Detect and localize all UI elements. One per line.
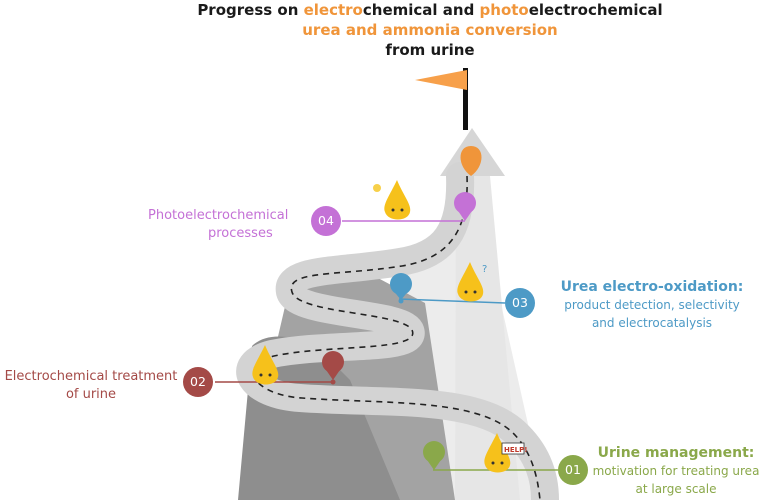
drop-mascot-question: ?	[457, 262, 487, 302]
step-01-label: Urine management: motivation for treatin…	[592, 445, 760, 496]
title-line-1: Progress on electrochemical and photoele…	[197, 1, 663, 19]
title-line-3: from urine	[385, 41, 475, 59]
step-03-label: Urea electro-oxidation: product detectio…	[560, 279, 744, 330]
winding-road	[236, 162, 559, 500]
pin-blue	[390, 273, 412, 304]
drop-mascot-crying	[252, 345, 279, 385]
pin-purple	[454, 192, 476, 221]
step-03-badge: 03	[505, 288, 535, 318]
road-center-dashes	[252, 175, 541, 500]
pin-orange	[460, 146, 482, 176]
title-line-2: urea and ammonia conversion	[302, 21, 558, 39]
summit-flag	[415, 68, 468, 130]
drop-mascot-help: HELP!	[484, 433, 527, 473]
drop-mascot-lightbulb	[373, 180, 411, 220]
svg-text:HELP!: HELP!	[504, 446, 527, 454]
pin-green	[423, 441, 445, 470]
step-02-label: Electrochemical treatment of urine	[4, 369, 178, 402]
diagram-title: Progress on electrochemical and photoele…	[170, 0, 690, 60]
svg-text:?: ?	[482, 264, 487, 275]
step-04-badge: 04	[311, 206, 341, 236]
step-04-label: Photoelectrochemical processes	[148, 208, 289, 241]
step-01-badge: 01	[558, 455, 588, 485]
pin-red	[322, 351, 344, 385]
step-02-badge: 02	[183, 367, 213, 397]
